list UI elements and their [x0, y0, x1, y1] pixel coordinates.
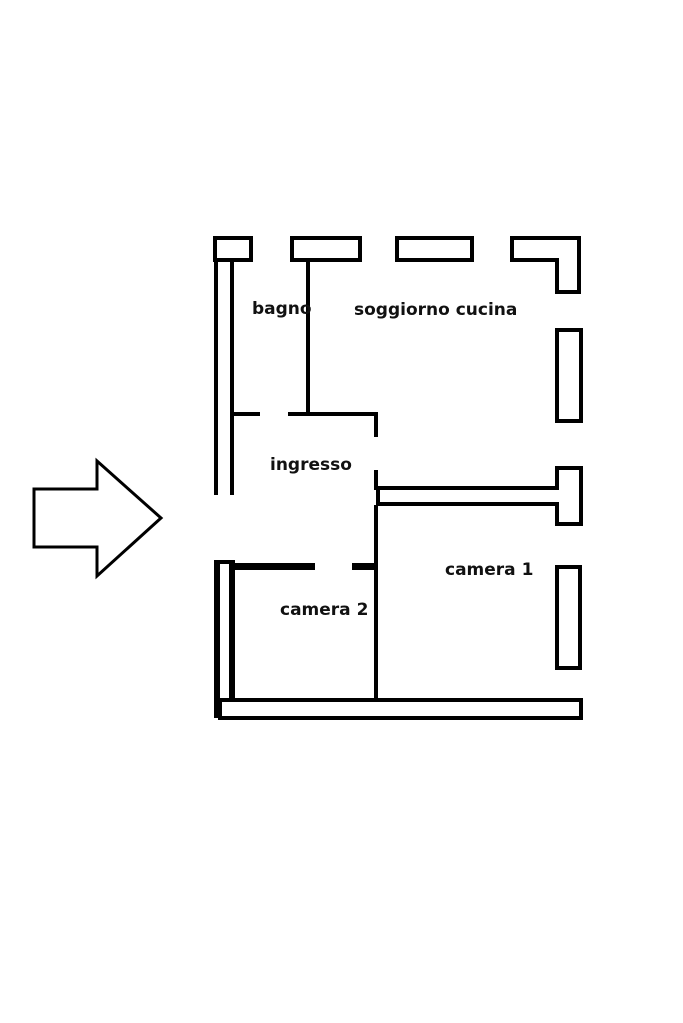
- room-label-ingresso: ingresso: [270, 455, 352, 475]
- right-wall-segment-2: [555, 565, 582, 670]
- left-wall-lower-inner: [229, 561, 235, 699]
- entrance-arrow-icon: [32, 457, 164, 580]
- top-wall-segment-3: [395, 236, 474, 262]
- top-wall-segment-2: [290, 236, 362, 262]
- room-label-camera-1: camera 1: [445, 560, 533, 580]
- top-wall-segment-1: [213, 236, 253, 262]
- bottom-wall: [218, 698, 583, 720]
- room-label-soggiorno-cucina: soggiorno cucina: [354, 300, 517, 320]
- room-label-camera-2: camera 2: [280, 600, 368, 620]
- camera-2-top-wall: [233, 563, 315, 570]
- right-wall-t-junction: [376, 466, 583, 526]
- camera-2-top-wall-door-edge: [352, 563, 378, 570]
- right-wall-segment-1: [555, 328, 583, 423]
- top-right-corner-wall: [510, 236, 581, 294]
- room-label-bagno: bagno: [252, 299, 312, 319]
- left-wall-lower: [214, 561, 220, 718]
